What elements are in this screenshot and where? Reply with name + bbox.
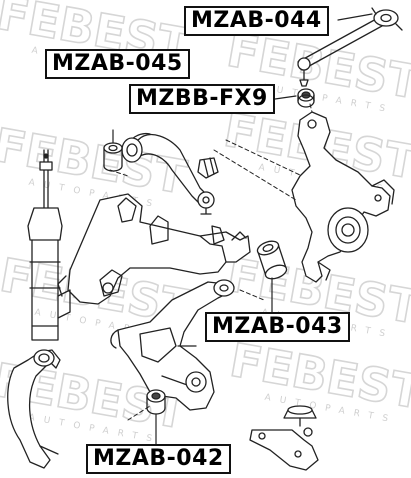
- bushing-045: [103, 129, 123, 172]
- bushing-042: [146, 389, 166, 445]
- lower-hook-link: [7, 349, 61, 469]
- part-label-mzab-045: MZAB-045: [45, 49, 190, 79]
- upper-ball-joint: [197, 157, 219, 179]
- lower-ball-joint: [249, 405, 319, 471]
- part-label-mzab-043: MZAB-043: [205, 312, 350, 342]
- strut: [27, 149, 71, 341]
- bushing-043: [256, 240, 288, 313]
- lower-control-arm: [110, 279, 235, 411]
- steering-knuckle: [291, 111, 395, 283]
- part-label-mzbb-fx9: MZBB-FX9: [129, 84, 275, 114]
- line-art: [7, 7, 403, 471]
- subframe: [57, 193, 251, 305]
- upper-rear-arm: [297, 7, 403, 87]
- part-label-mzab-044: MZAB-044: [184, 6, 329, 36]
- watermark-mid-left: FEBEST AUTOPARTS: [0, 117, 192, 211]
- watermark-bottom-right: FEBEST AUTOPARTS: [225, 332, 411, 426]
- bushing-fx9: [297, 88, 315, 108]
- part-label-mzab-042: MZAB-042: [86, 444, 231, 474]
